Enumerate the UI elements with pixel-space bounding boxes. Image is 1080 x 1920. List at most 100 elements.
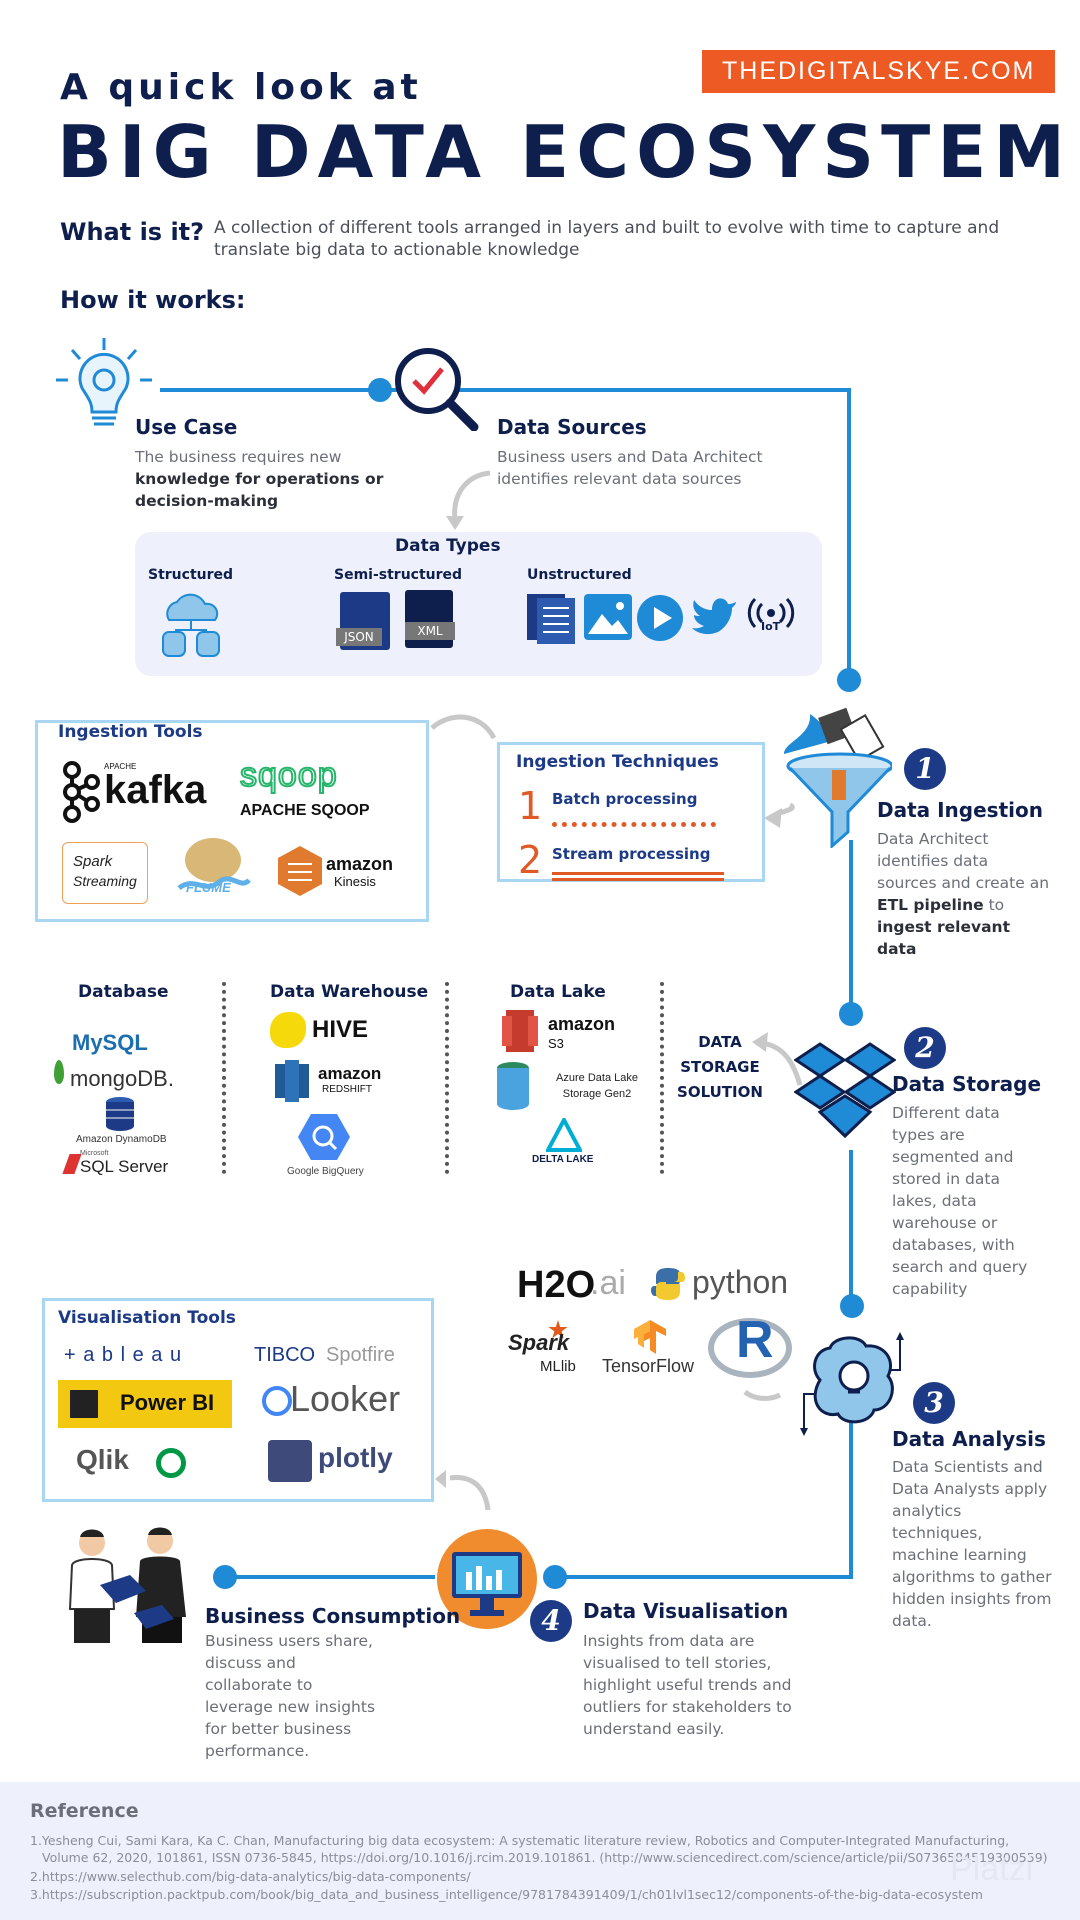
data-lake-title: Data Lake bbox=[510, 982, 606, 1002]
iot-label: IoT bbox=[761, 620, 781, 633]
h2o-logo: H2O bbox=[517, 1264, 596, 1306]
plotly-logo: plotly bbox=[318, 1442, 393, 1473]
kinesis-label: Kinesis bbox=[334, 874, 376, 889]
spark-streaming-logo: Spark Streaming bbox=[62, 842, 148, 904]
database-title: Database bbox=[78, 982, 169, 1002]
lightbulb-gear-icon bbox=[56, 338, 152, 426]
separator bbox=[222, 982, 226, 1174]
hive-logo: HIVE bbox=[312, 1016, 369, 1043]
use-case-text: The business requires new knowledge for … bbox=[135, 446, 385, 512]
step-3-badge: 3 bbox=[913, 1382, 955, 1424]
magnifier-check-icon bbox=[395, 348, 479, 431]
kafka-apache-text: APACHE bbox=[104, 762, 137, 771]
json-file-label: JSON bbox=[336, 628, 382, 646]
how-label: How it works: bbox=[60, 286, 246, 314]
flow-dot bbox=[368, 378, 392, 402]
data-types-panel bbox=[135, 532, 822, 676]
ingestion-tools-box bbox=[35, 720, 429, 922]
mongodb-leaf-icon bbox=[54, 1060, 64, 1084]
reference-panel bbox=[0, 1782, 1080, 1920]
mongodb-logo: mongoDB. bbox=[70, 1066, 174, 1091]
brand-badge[interactable]: THEDIGITALSKYE.COM bbox=[702, 50, 1056, 93]
qlik-icon bbox=[156, 1448, 186, 1478]
use-case-title: Use Case bbox=[135, 415, 238, 439]
step-3-text: Data Scientists and Data Analysts apply … bbox=[892, 1458, 1052, 1630]
s3-label: S3 bbox=[548, 1036, 564, 1051]
step-2-title: Data Storage bbox=[892, 1072, 1042, 1096]
reference-item[interactable]: 2.https://www.selecthub.com/big-data-ana… bbox=[30, 1869, 471, 1884]
video-play-icon bbox=[637, 595, 683, 641]
flow-dot bbox=[213, 1565, 237, 1589]
use-case-text-bold: knowledge for operations or decision-mak… bbox=[135, 470, 384, 510]
ingestion-techniques-title: Ingestion Techniques bbox=[516, 752, 719, 772]
platzi-watermark: Platzi bbox=[950, 1850, 1034, 1888]
flow-dot bbox=[839, 1002, 863, 1026]
separator bbox=[660, 982, 664, 1174]
tibco-logo: TIBCO bbox=[254, 1344, 316, 1366]
spark-mllib-logo: Spark bbox=[508, 1330, 570, 1355]
redshift-amazon-label: amazon bbox=[318, 1064, 382, 1083]
flume-label: FLUME bbox=[186, 880, 231, 895]
business-consumption-text: Business users share, discuss and collab… bbox=[205, 1632, 376, 1760]
flow-dot bbox=[837, 668, 861, 692]
bigquery-icon bbox=[298, 1114, 350, 1160]
sqoop-label: APACHE SQOOP bbox=[240, 802, 370, 819]
json-file-icon: JSON bbox=[336, 592, 390, 650]
reference-item[interactable]: 3.https://subscription.packtpub.com/book… bbox=[30, 1887, 983, 1902]
sqlserver-logo: SQL Server bbox=[80, 1157, 169, 1176]
r-logo: R bbox=[736, 1311, 774, 1369]
data-types-title: Data Types bbox=[395, 536, 501, 556]
redshift-icon bbox=[275, 1060, 309, 1102]
what-label: What is it? bbox=[60, 218, 205, 246]
data-sources-title: Data Sources bbox=[497, 415, 647, 439]
spotfire-logo: Spotfire bbox=[326, 1344, 395, 1366]
batch-dotted-line bbox=[552, 822, 716, 827]
data-sources-text: Business users and Data Architect identi… bbox=[497, 448, 763, 488]
powerbi-label: Power BI bbox=[120, 1390, 215, 1415]
business-people-illustration bbox=[68, 1527, 186, 1643]
twitter-icon bbox=[692, 598, 736, 635]
delta-lake-icon bbox=[546, 1118, 582, 1152]
reference-title: Reference bbox=[30, 1800, 139, 1822]
business-consumption-title: Business Consumption bbox=[205, 1604, 461, 1628]
unstructured-label: Unstructured bbox=[527, 567, 632, 583]
flow-dot bbox=[840, 1294, 864, 1318]
use-case-text-plain: The business requires new bbox=[135, 448, 342, 466]
page-title: BIG DATA ECOSYSTEM bbox=[57, 110, 1073, 194]
funnel-icon bbox=[784, 708, 892, 848]
mllib-label: MLlib bbox=[540, 1358, 576, 1375]
step-2-badge: 2 bbox=[904, 1027, 946, 1069]
reference-item: 1.Yesheng Cui, Sami Kara, Ka C. Chan, Ma… bbox=[30, 1833, 1048, 1865]
h2o-ai-suffix: .ai bbox=[590, 1264, 626, 1302]
stream-processing-label: Stream processing bbox=[552, 845, 711, 863]
iot-signal-icon bbox=[747, 597, 795, 629]
amazon-label: amazon bbox=[326, 854, 394, 874]
sqlserver-microsoft-text: Microsoft bbox=[80, 1150, 109, 1157]
dynamodb-icon bbox=[106, 1097, 134, 1131]
azure-data-lake-label: Azure Data Lake Storage Gen2 bbox=[556, 1072, 638, 1100]
step-2-text: Different data types are segmented and s… bbox=[892, 1104, 1028, 1298]
dashboard-monitor-icon bbox=[437, 1529, 537, 1629]
tensorflow-label: TensorFlow bbox=[602, 1356, 695, 1376]
python-icon bbox=[651, 1268, 685, 1300]
hive-bee-icon bbox=[270, 1012, 306, 1048]
azure-data-lake-icon bbox=[497, 1062, 529, 1110]
step-4-text: Insights from data are visualised to tel… bbox=[583, 1632, 792, 1738]
delta-lake-label: DELTA LAKE bbox=[532, 1154, 594, 1165]
plotly-icon bbox=[268, 1440, 312, 1482]
xml-file-label: XML bbox=[405, 622, 455, 640]
looker-logo: Looker bbox=[290, 1378, 401, 1419]
tableau-logo: + a b l e a u bbox=[64, 1344, 183, 1366]
xml-file-icon: XML bbox=[405, 590, 455, 648]
kafka-icon bbox=[63, 761, 100, 823]
structured-label: Structured bbox=[148, 567, 234, 583]
spark-label: Spark bbox=[73, 853, 113, 870]
bigquery-label: Google BigQuery bbox=[287, 1166, 364, 1177]
tensorflow-icon bbox=[634, 1320, 666, 1354]
step-1-text-a: Data Architect identifies data sources a… bbox=[877, 830, 1050, 892]
what-text: A collection of different tools arranged… bbox=[214, 218, 1000, 260]
stream-solid-line bbox=[552, 872, 724, 875]
semi-structured-label: Semi-structured bbox=[334, 567, 463, 583]
amazon-s3-icon bbox=[502, 1010, 538, 1052]
